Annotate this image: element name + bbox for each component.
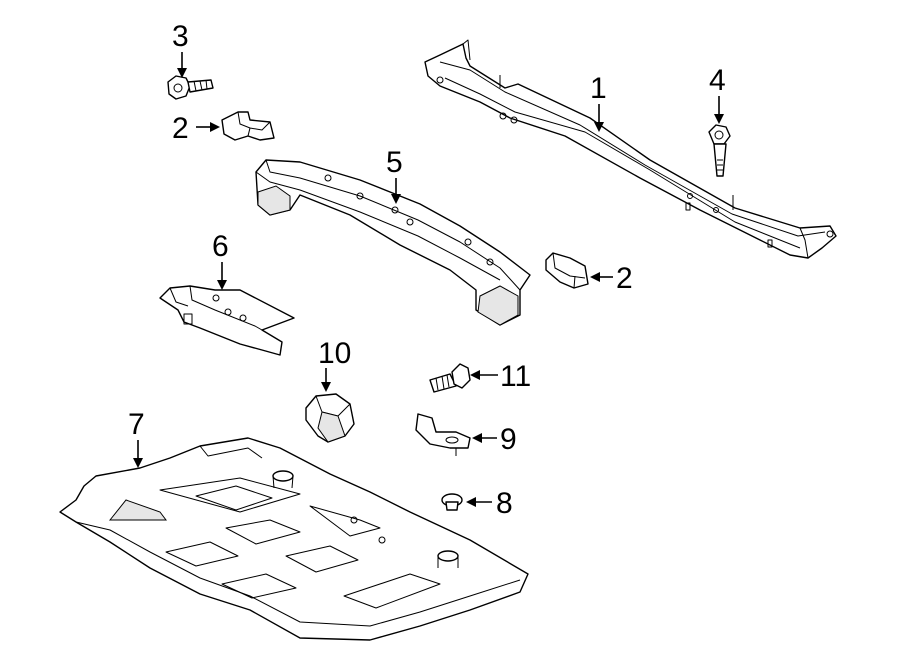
callout-10: 10 xyxy=(318,337,351,370)
callout-3: 3 xyxy=(172,20,189,53)
part-2-bracket-upper xyxy=(221,111,275,141)
part-10-mount xyxy=(305,393,355,443)
part-9-bracket xyxy=(415,413,471,456)
part-3-bolt xyxy=(167,75,214,100)
callout-8: 8 xyxy=(496,487,513,520)
part-7-skid-plate xyxy=(59,437,529,641)
part-1-crossmember xyxy=(424,39,837,259)
part-6-plate xyxy=(159,285,295,356)
part-8-clip xyxy=(441,493,463,511)
part-11-screw xyxy=(429,363,471,393)
part-2-bracket-right xyxy=(545,252,589,289)
part-5-crossmember xyxy=(255,159,531,326)
callout-4: 4 xyxy=(709,64,726,97)
callout-11: 11 xyxy=(500,360,531,393)
callout-1: 1 xyxy=(590,72,607,105)
callout-7: 7 xyxy=(128,408,145,441)
leader-lines xyxy=(133,52,724,507)
callout-6: 6 xyxy=(212,230,229,263)
callout-5: 5 xyxy=(386,146,403,179)
callout-2-upper: 2 xyxy=(172,112,189,145)
callout-2-right: 2 xyxy=(616,262,633,295)
callout-9: 9 xyxy=(500,423,517,456)
part-4-bolt xyxy=(708,124,731,177)
